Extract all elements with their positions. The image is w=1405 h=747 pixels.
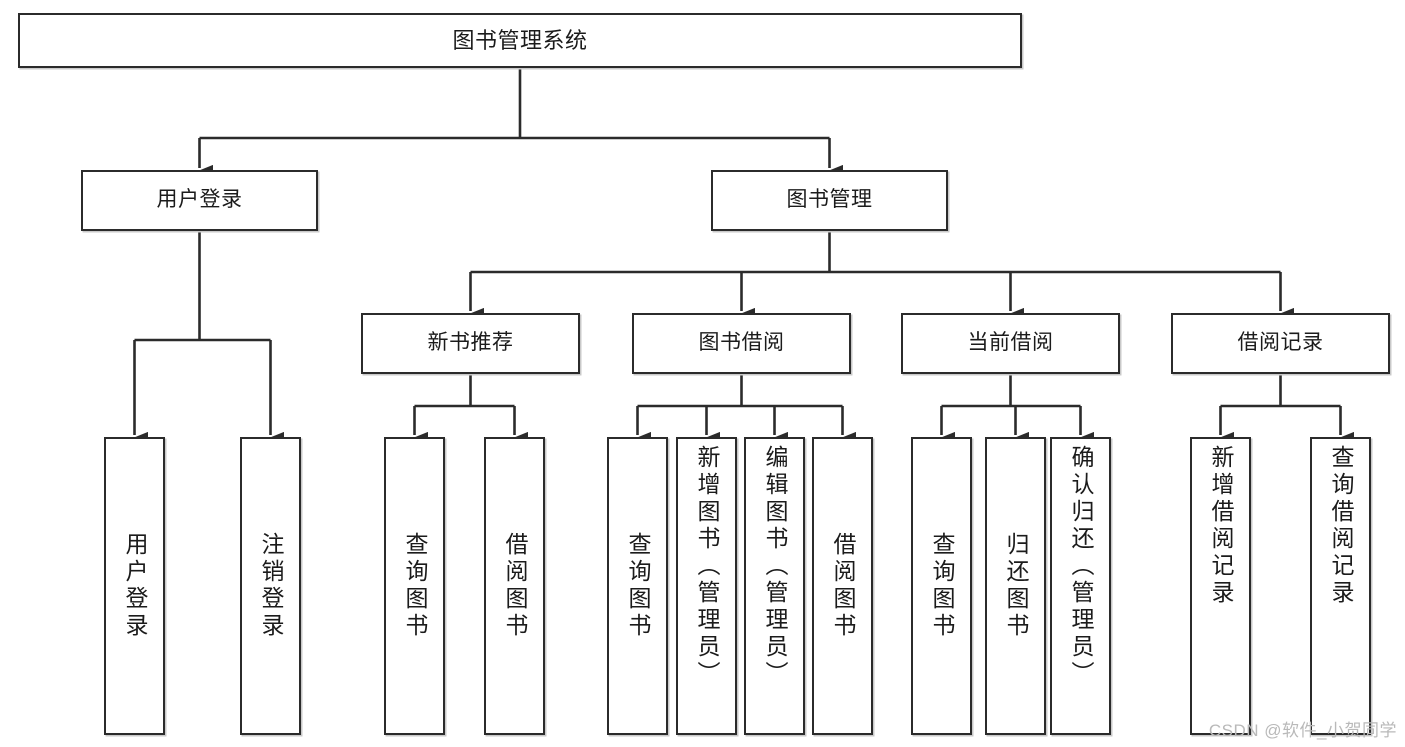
node-label: 用户登录	[156, 188, 243, 212]
node-group-new-book-recommend[interactable]: 新书推荐	[361, 313, 580, 374]
node-label: 确认归还（管理员）	[1068, 445, 1094, 688]
node-leaf-leaf-query-book-current[interactable]: 查询图书	[911, 437, 972, 735]
node-label: 当前借阅	[967, 331, 1054, 355]
node-label: 查询图书	[929, 532, 955, 640]
node-label: 编辑图书（管理员）	[762, 445, 788, 688]
node-leaf-leaf-borrow-book-new[interactable]: 借阅图书	[484, 437, 545, 735]
node-leaf-leaf-add-book[interactable]: 新增图书（管理员）	[676, 437, 737, 735]
node-root-root[interactable]: 图书管理系统	[18, 13, 1022, 68]
node-group-current-borrow[interactable]: 当前借阅	[901, 313, 1120, 374]
node-leaf-leaf-borrow-book[interactable]: 借阅图书	[812, 437, 873, 735]
node-label: 查询借阅记录	[1328, 445, 1354, 607]
watermark-text: CSDN @软件_小贺同学	[1208, 721, 1397, 740]
node-leaf-leaf-query-book-borrow[interactable]: 查询图书	[607, 437, 668, 735]
node-leaf-leaf-edit-book[interactable]: 编辑图书（管理员）	[744, 437, 805, 735]
node-leaf-leaf-return-book[interactable]: 归还图书	[985, 437, 1046, 735]
node-label: 查询图书	[402, 532, 428, 640]
node-branch-book-manage[interactable]: 图书管理	[711, 170, 948, 231]
node-label: 图书管理系统	[452, 27, 588, 53]
node-label: 新书推荐	[427, 331, 514, 355]
node-label: 借阅图书	[502, 532, 528, 640]
node-leaf-leaf-query-book-new[interactable]: 查询图书	[384, 437, 445, 735]
node-leaf-leaf-confirm-return[interactable]: 确认归还（管理员）	[1050, 437, 1111, 735]
node-label: 新增借阅记录	[1208, 445, 1234, 607]
node-leaf-leaf-add-record[interactable]: 新增借阅记录	[1190, 437, 1251, 735]
node-label: 借阅记录	[1237, 331, 1324, 355]
node-label: 图书借阅	[698, 331, 785, 355]
node-leaf-leaf-logout[interactable]: 注销登录	[240, 437, 301, 735]
node-label: 归还图书	[1003, 532, 1029, 640]
node-label: 借阅图书	[830, 532, 856, 640]
node-leaf-leaf-query-record[interactable]: 查询借阅记录	[1310, 437, 1371, 735]
node-label: 查询图书	[625, 532, 651, 640]
node-label: 图书管理	[786, 188, 873, 212]
edge-paths	[120, 68, 1355, 454]
node-leaf-leaf-user-login[interactable]: 用户登录	[104, 437, 165, 735]
node-label: 新增图书（管理员）	[694, 445, 720, 688]
node-label: 注销登录	[258, 532, 284, 640]
node-group-book-borrow[interactable]: 图书借阅	[632, 313, 851, 374]
node-group-borrow-record[interactable]: 借阅记录	[1171, 313, 1390, 374]
node-label: 用户登录	[122, 532, 148, 640]
node-branch-user-login[interactable]: 用户登录	[81, 170, 318, 231]
